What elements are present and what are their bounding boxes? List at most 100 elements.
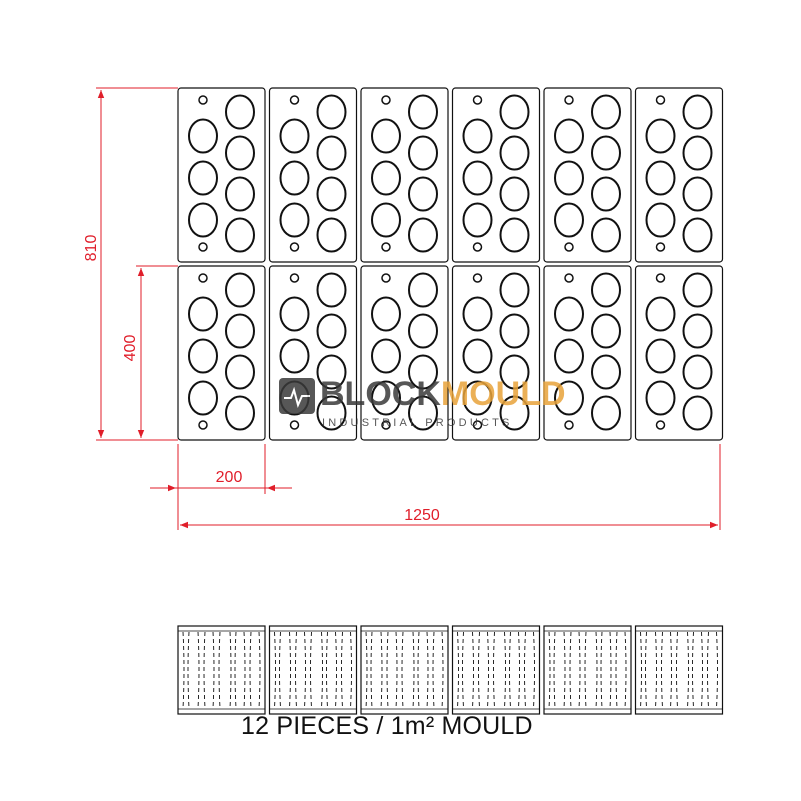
cavity-oval xyxy=(645,338,676,374)
hidden-line xyxy=(243,631,246,709)
cavity-oval xyxy=(188,160,218,196)
dimension-label-810: 810 xyxy=(83,235,100,262)
cavity-oval xyxy=(279,338,310,374)
mould-piece xyxy=(177,265,266,441)
hidden-line xyxy=(321,631,323,709)
side-panel-outline xyxy=(360,625,449,715)
hidden-line xyxy=(462,631,464,709)
cavity-oval xyxy=(371,118,401,154)
cavity-oval xyxy=(408,272,438,308)
cavity-oval xyxy=(591,354,621,390)
hidden-line xyxy=(386,631,389,709)
cavity-oval xyxy=(371,296,401,332)
pin-hole-icon xyxy=(655,95,666,105)
hidden-line xyxy=(687,631,689,709)
pin-hole-icon xyxy=(472,95,483,105)
cavity-oval xyxy=(554,118,584,154)
side-panel xyxy=(360,625,449,715)
cavity-oval xyxy=(316,395,347,431)
cavity-oval xyxy=(591,313,621,349)
cavity-oval xyxy=(316,272,347,308)
cavity-oval xyxy=(462,338,493,374)
pulse-icon xyxy=(284,386,310,408)
pin-hole-icon xyxy=(472,242,483,252)
hidden-line xyxy=(640,631,642,709)
cavity-oval xyxy=(408,217,438,253)
hidden-line xyxy=(295,631,297,709)
hidden-line xyxy=(289,631,291,709)
hidden-line xyxy=(326,631,328,709)
hidden-line xyxy=(432,631,435,709)
piece-outline xyxy=(634,87,724,263)
cavity-oval xyxy=(499,395,530,431)
hidden-line xyxy=(350,631,352,709)
pin-hole-icon xyxy=(198,95,208,105)
hidden-line xyxy=(426,631,429,709)
mould-piece xyxy=(634,265,724,441)
hidden-line xyxy=(493,631,495,709)
hidden-line xyxy=(553,631,556,709)
cavity-oval xyxy=(225,94,255,130)
hidden-line xyxy=(412,631,415,709)
cavity-oval xyxy=(225,313,255,349)
cavity-oval xyxy=(591,135,621,171)
hidden-line xyxy=(595,631,598,709)
cavity-oval xyxy=(499,176,530,212)
cavity-oval xyxy=(188,202,218,238)
side-panel-outline xyxy=(451,625,541,715)
cavity-oval xyxy=(371,202,401,238)
hidden-line xyxy=(441,631,444,709)
side-panel xyxy=(177,625,266,715)
hidden-line xyxy=(584,631,587,709)
cavity-oval xyxy=(682,395,713,431)
pin-hole-icon xyxy=(381,420,391,430)
mould-piece xyxy=(177,87,266,263)
hidden-line xyxy=(249,631,252,709)
hidden-line xyxy=(569,631,572,709)
cavity-oval xyxy=(645,160,676,196)
cavity-oval xyxy=(499,135,530,171)
hidden-line xyxy=(380,631,383,709)
mould-piece xyxy=(451,87,541,263)
hidden-line xyxy=(518,631,520,709)
side-panel xyxy=(543,625,632,715)
cavity-oval xyxy=(682,176,713,212)
cavity-oval xyxy=(591,217,621,253)
cavity-oval xyxy=(225,176,255,212)
pin-hole-icon xyxy=(289,273,300,283)
cavity-oval xyxy=(554,202,584,238)
cavity-oval xyxy=(499,217,530,253)
piece-outline xyxy=(543,87,632,263)
cavity-oval xyxy=(682,354,713,390)
pin-hole-icon xyxy=(655,420,666,430)
side-panel xyxy=(634,625,724,715)
cavity-oval xyxy=(462,296,493,332)
cavity-oval xyxy=(279,202,310,238)
pin-hole-icon xyxy=(289,95,300,105)
hidden-line xyxy=(615,631,618,709)
hidden-line xyxy=(533,631,535,709)
hidden-line xyxy=(365,631,368,709)
hidden-line xyxy=(645,631,647,709)
cavity-oval xyxy=(316,217,347,253)
hidden-line xyxy=(401,631,404,709)
cavity-oval xyxy=(225,354,255,390)
dimension-label-1250: 1250 xyxy=(404,507,440,524)
watermark-brand: BLOCKMOULD xyxy=(320,375,566,413)
hidden-line xyxy=(417,631,420,709)
cavity-oval xyxy=(408,135,438,171)
mould-piece xyxy=(451,265,541,441)
cavity-oval xyxy=(408,94,438,130)
cavity-oval xyxy=(279,160,310,196)
pin-hole-icon xyxy=(381,242,391,252)
hidden-line xyxy=(395,631,398,709)
hidden-line xyxy=(203,631,206,709)
cavity-oval xyxy=(371,160,401,196)
watermark-logo: BLOCKMOULD INDUSTRIAL PRODUCTS xyxy=(279,375,566,429)
hidden-line xyxy=(487,631,489,709)
piece-outline xyxy=(360,87,449,263)
cavity-oval xyxy=(645,380,676,416)
hidden-line xyxy=(692,631,694,709)
hidden-line xyxy=(707,631,709,709)
piece-outline xyxy=(634,265,724,441)
